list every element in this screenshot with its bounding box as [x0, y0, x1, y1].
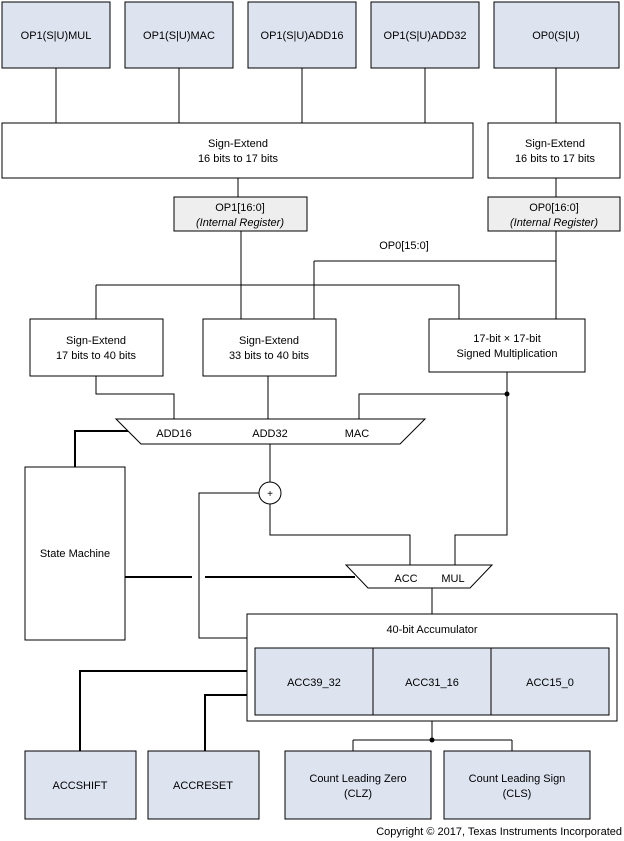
op0-label: OP0(S|U)	[532, 30, 579, 42]
cls-line2: (CLS)	[503, 788, 532, 800]
op1-mul-label: OP1(S|U)MUL	[21, 30, 92, 42]
clz-line1: Count Leading Zero	[309, 773, 406, 785]
accshift-label: ACCSHIFT	[53, 780, 108, 792]
control-lines	[74, 430, 355, 751]
adder-symbol: +	[267, 489, 273, 500]
op1-register-box: OP1[16:0] (Internal Register)	[173, 196, 308, 232]
acc15-0-label: ACC15_0	[526, 677, 574, 689]
op1-add32-label: OP1(S|U)ADD32	[384, 30, 467, 42]
mux-input-mac: MAC	[345, 428, 370, 440]
cls-line1: Count Leading Sign	[469, 773, 566, 785]
multiplier-line1: 17-bit × 17-bit	[473, 333, 541, 345]
op1-register-name: OP1[16:0]	[215, 202, 265, 214]
op1-mac-label: OP1(S|U)MAC	[143, 30, 215, 42]
mux-input-add32: ADD32	[252, 428, 287, 440]
sign-extend-33-40-line1: Sign-Extend	[239, 335, 299, 347]
clz-box: Count Leading Zero (CLZ)	[284, 750, 432, 820]
clz-line2: (CLZ)	[344, 788, 372, 800]
sign-extend-op0-line1: Sign-Extend	[525, 138, 585, 150]
op1-mac-box: OP1(S|U)MAC	[124, 1, 234, 69]
sign-extend-33-40-box: Sign-Extend 33 bits to 40 bits	[202, 318, 337, 377]
sign-extend-op0-box: Sign-Extend 16 bits to 17 bits	[487, 122, 621, 179]
acc39-32-label: ACC39_32	[287, 677, 341, 689]
multiplier-line2: Signed Multiplication	[457, 348, 558, 360]
accumulator-box: 40-bit Accumulator ACC39_32 ACC31_16 ACC…	[246, 613, 618, 722]
acc15-0-field	[490, 647, 610, 716]
sign-extend-17-40-box: Sign-Extend 17 bits to 40 bits	[29, 318, 164, 377]
sign-extend-op0-line2: 16 bits to 17 bits	[515, 153, 596, 165]
acc-mux: ACC MUL	[344, 564, 494, 589]
acc31-16-field	[372, 647, 492, 716]
sign-extend-op1-line2: 16 bits to 17 bits	[198, 153, 279, 165]
sign-extend-op1-line1: Sign-Extend	[208, 138, 268, 150]
accreset-box: ACCRESET	[147, 750, 260, 820]
state-machine-box: State Machine	[24, 466, 126, 641]
copyright-notice: Copyright © 2017, Texas Instruments Inco…	[376, 826, 622, 838]
op1-add16-box: OP1(S|U)ADD16	[247, 1, 357, 69]
op1-register-desc: (Internal Register)	[196, 217, 284, 229]
sign-extend-17-40-line1: Sign-Extend	[66, 335, 126, 347]
op1-add32-box: OP1(S|U)ADD32	[370, 1, 480, 69]
op0-register-desc: (Internal Register)	[510, 217, 598, 229]
accreset-label: ACCRESET	[173, 780, 233, 792]
op1-add16-label: OP1(S|U)ADD16	[261, 30, 344, 42]
sign-extend-op1-box: Sign-Extend 16 bits to 17 bits	[1, 122, 474, 179]
adder: +	[258, 481, 282, 505]
op1-mul-box: OP1(S|U)MUL	[1, 1, 111, 69]
state-machine-label: State Machine	[40, 548, 110, 560]
acc-mux-input-mul: MUL	[441, 573, 464, 585]
acc-mux-input-acc: ACC	[394, 573, 417, 585]
junction-dot	[429, 737, 435, 743]
op0-bits-label: OP0[15:0]	[379, 240, 429, 252]
mux-input-add16: ADD16	[156, 428, 191, 440]
junction-dot	[504, 391, 510, 397]
cls-box: Count Leading Sign (CLS)	[443, 750, 591, 820]
acc31-16-label: ACC31_16	[405, 677, 459, 689]
op0-register-name: OP0[16:0]	[529, 202, 579, 214]
mode-mux: ADD16 ADD32 MAC	[114, 418, 427, 445]
junction-dots	[429, 391, 510, 743]
sign-extend-17-40-line2: 17 bits to 40 bits	[56, 350, 137, 362]
sign-extend-33-40-line2: 33 bits to 40 bits	[229, 350, 310, 362]
op0-register-box: OP0[16:0] (Internal Register)	[487, 196, 621, 232]
multiplier-box: 17-bit × 17-bit Signed Multiplication	[428, 318, 586, 373]
op0-box: OP0(S|U)	[493, 1, 620, 69]
accumulator-title: 40-bit Accumulator	[386, 624, 477, 636]
accshift-box: ACCSHIFT	[24, 750, 137, 820]
